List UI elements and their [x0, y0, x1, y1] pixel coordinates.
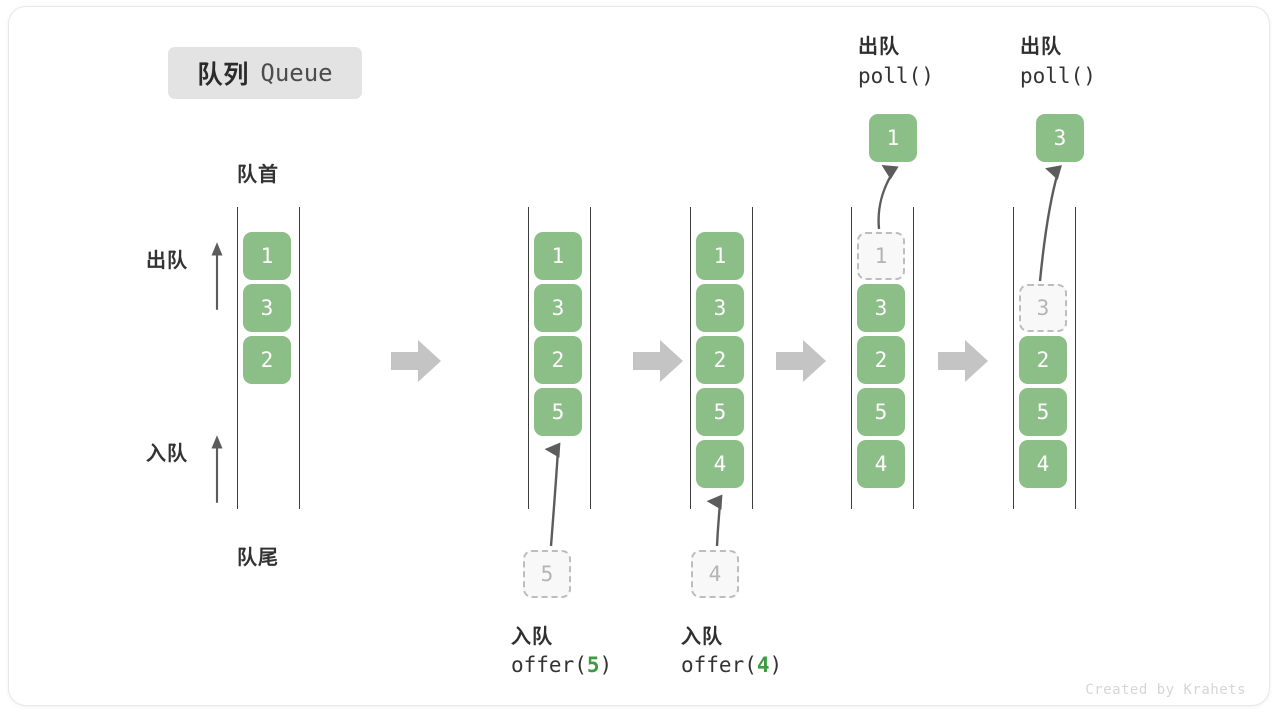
rail-left: [1013, 207, 1014, 509]
queue-cell: 2: [1019, 336, 1067, 384]
queue-cell: 5: [534, 388, 582, 436]
enqueue-caption-code: offer(4): [681, 653, 783, 677]
enqueue-direction-label: 入队: [146, 443, 188, 465]
dequeue-direction-label: 出队: [146, 250, 188, 272]
rail-left: [690, 207, 691, 509]
dequeue-caption-poll-3: 出队 poll(): [1020, 30, 1096, 88]
queue-cell: 2: [534, 336, 582, 384]
enqueue-caption-offer-5: 入队 offer(5): [511, 620, 612, 677]
queue-cell: 1: [696, 232, 744, 280]
queue-cell: 2: [857, 336, 905, 384]
queue-cell: 3: [696, 284, 744, 332]
queue-cell-ghost: 1: [857, 232, 905, 280]
rail-right: [913, 207, 914, 509]
enqueue-caption-label: 入队: [681, 626, 723, 648]
queue-cell: 1: [534, 232, 582, 280]
dequeue-caption-label: 出队: [858, 36, 900, 58]
title-badge: 队列 Queue: [168, 47, 362, 99]
rail-right: [590, 207, 591, 509]
transition-arrow-icon: [776, 340, 826, 382]
queue-cell: 2: [243, 336, 291, 384]
popped-element: 3: [1036, 114, 1084, 162]
transition-arrow-icon: [938, 340, 988, 382]
queue-tail-label: 队尾: [237, 547, 279, 569]
enqueue-caption-label: 入队: [511, 626, 553, 648]
queue-cell: 2: [696, 336, 744, 384]
queue-head-label: 队首: [237, 164, 279, 186]
queue-cell: 3: [857, 284, 905, 332]
enqueue-caption-code: offer(5): [511, 653, 613, 677]
rail-right: [1075, 207, 1076, 509]
queue-cell: 5: [696, 388, 744, 436]
enqueue-caption-offer-4: 入队 offer(4): [681, 620, 782, 677]
dequeue-caption-code: poll(): [858, 64, 934, 88]
footer-credit: Created by Krahets: [1085, 682, 1246, 698]
enqueue-direction-arrow-icon: [211, 435, 223, 503]
rail-left: [528, 207, 529, 509]
incoming-element-ghost: 4: [691, 550, 739, 598]
queue-cell: 1: [243, 232, 291, 280]
queue-cell: 3: [534, 284, 582, 332]
queue-cell: 4: [696, 440, 744, 488]
queue-cell: 4: [857, 440, 905, 488]
incoming-element-ghost: 5: [523, 550, 571, 598]
title-chinese: 队列: [197, 61, 250, 89]
queue-cell: 5: [1019, 388, 1067, 436]
queue-cell: 3: [243, 284, 291, 332]
rail-right: [299, 207, 300, 509]
queue-cell-ghost: 3: [1019, 284, 1067, 332]
queue-cell: 5: [857, 388, 905, 436]
title-english: Queue: [260, 59, 333, 87]
queue-cell: 4: [1019, 440, 1067, 488]
transition-arrow-icon: [391, 340, 441, 382]
dequeue-caption-poll-1: 出队 poll(): [858, 30, 934, 88]
dequeue-caption-label: 出队: [1020, 36, 1062, 58]
transition-arrow-icon: [633, 340, 683, 382]
rail-right: [752, 207, 753, 509]
dequeue-direction-arrow-icon: [211, 242, 223, 310]
dequeue-caption-code: poll(): [1020, 64, 1096, 88]
rail-left: [851, 207, 852, 509]
rail-left: [237, 207, 238, 509]
popped-element: 1: [869, 114, 917, 162]
